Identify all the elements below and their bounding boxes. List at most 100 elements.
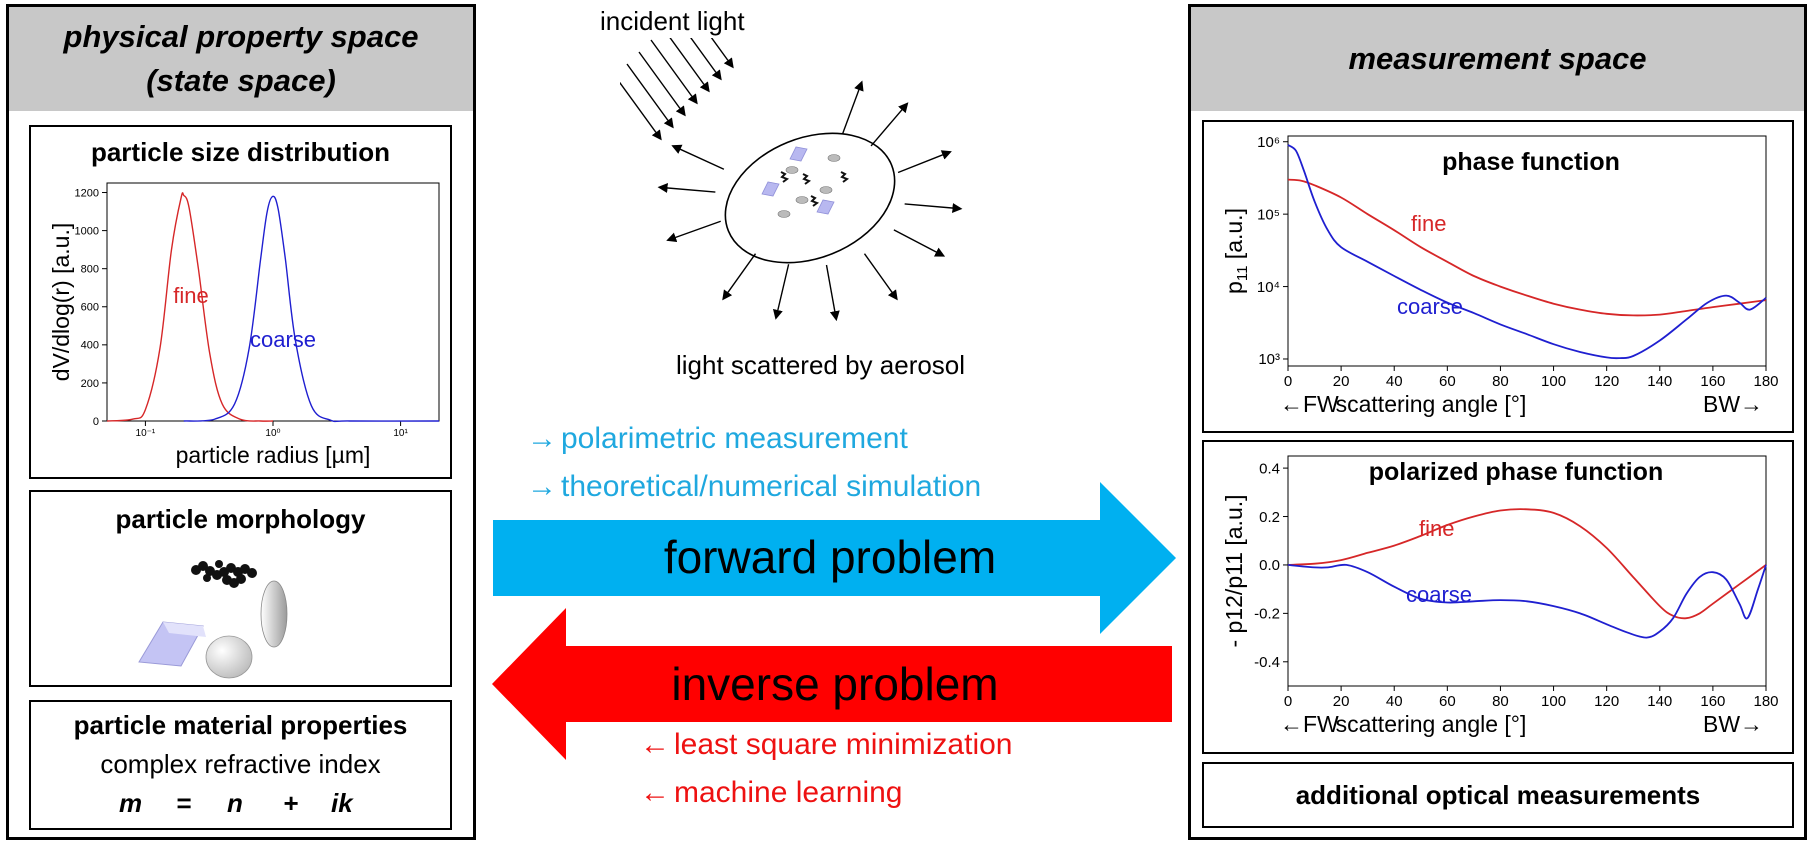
scattered-ray xyxy=(657,182,716,193)
psd-fine-label: fine xyxy=(173,283,208,308)
phase-fw-label: ←FW xyxy=(1280,391,1339,417)
y-tick-label: 0.2 xyxy=(1259,509,1280,526)
incident-ray xyxy=(710,38,734,69)
state-space-title-line1: physical property space xyxy=(63,19,419,54)
polarized-coarse-label: coarse xyxy=(1406,582,1472,607)
scattered-ray xyxy=(825,264,840,322)
scattered-ray xyxy=(772,264,790,320)
psd-ylabel: dV/dlog(r) [a.u.] xyxy=(48,223,74,382)
scattered-ray xyxy=(841,80,864,135)
x-tick-label: 80 xyxy=(1492,693,1509,710)
scattered-ray xyxy=(870,102,909,147)
scattered-light-label: light scattered by aerosol xyxy=(676,350,966,380)
phase-ylabel: p11 [a.u.] xyxy=(1221,208,1251,294)
psd-xlabel: particle radius [µm] xyxy=(176,442,371,468)
incident-ray xyxy=(690,38,722,81)
x-tick-label: 80 xyxy=(1492,373,1509,390)
series-line-coarse xyxy=(1287,563,1767,639)
scattered-ray xyxy=(904,203,963,214)
plot-frame xyxy=(1287,135,1767,367)
material-box: particle material properties complex ref… xyxy=(29,700,452,830)
spheroid-particle-icon xyxy=(827,154,841,162)
crystal-particle-icon xyxy=(761,181,780,197)
soot-aggregate-icon xyxy=(191,560,257,588)
y-tick-label: 400 xyxy=(81,340,99,352)
additional-measurements-box: additional optical measurements xyxy=(1202,762,1794,828)
eq-plus: + xyxy=(283,788,299,818)
inverse-item-least-square: ← least square minimization xyxy=(640,728,1012,762)
incident-ray xyxy=(669,38,710,93)
series-line-fine xyxy=(1287,178,1767,317)
y-tick-label: 200 xyxy=(81,378,99,390)
crystal-particle-icon xyxy=(789,146,808,162)
soot-particle-icon xyxy=(840,171,850,183)
crystal-particle-icon xyxy=(816,199,835,215)
x-tick-label: 40 xyxy=(1386,373,1403,390)
series-line-fine xyxy=(1287,508,1767,620)
x-tick-label: 0 xyxy=(1284,373,1292,390)
phase-fine-label: fine xyxy=(1411,211,1446,236)
x-tick-label: 10¹ xyxy=(393,428,408,439)
state-space-header: physical property space (state space) xyxy=(9,7,473,111)
polarized-fine-label: fine xyxy=(1419,516,1454,541)
arrow-right-icon: → xyxy=(527,422,557,455)
x-tick-label: 0 xyxy=(1284,693,1292,710)
polarized-bw-label: BW→ xyxy=(1703,711,1763,737)
forward-item-label: polarimetric measurement xyxy=(561,422,908,455)
additional-measurements-title: additional optical measurements xyxy=(1295,780,1701,810)
y-tick-label: 10⁶ xyxy=(1257,134,1280,151)
forward-item-polarimetric: → polarimetric measurement xyxy=(527,422,908,456)
x-tick-label: 100 xyxy=(1541,693,1566,710)
scattered-ray xyxy=(863,253,898,301)
y-tick-label: 10⁴ xyxy=(1257,279,1280,296)
state-space-title-line2: (state space) xyxy=(146,63,336,98)
spheroid-particle-icon xyxy=(785,166,799,174)
forward-item-simulation: → theoretical/numerical simulation xyxy=(527,470,981,504)
x-tick-label: 20 xyxy=(1333,373,1350,390)
plot-frame xyxy=(1287,455,1767,687)
material-title: particle material properties xyxy=(73,710,408,740)
x-tick-label: 60 xyxy=(1439,693,1456,710)
spheroid-particle-icon xyxy=(819,186,833,194)
aerosol-cloud xyxy=(724,132,896,264)
eq-ik: ik xyxy=(331,788,353,818)
polarized-ylabel: - p12/p11 [a.u.] xyxy=(1221,494,1247,647)
inverse-item-label: least square minimization xyxy=(674,728,1013,761)
scattered-ray xyxy=(722,253,757,301)
psd-coarse-label: coarse xyxy=(250,327,316,352)
x-tick-label: 120 xyxy=(1594,373,1619,390)
incident-ray xyxy=(650,39,698,105)
crystal-particle-icon xyxy=(138,621,206,667)
morphology-box: particle morphology xyxy=(29,490,452,687)
morphology-title: particle morphology xyxy=(115,504,366,534)
inverse-problem-label: inverse problem xyxy=(671,658,999,710)
measurement-space-header: measurement space xyxy=(1191,7,1804,111)
x-tick-label: 180 xyxy=(1753,693,1778,710)
eq-m: m xyxy=(119,788,143,818)
soot-particle-icon xyxy=(810,195,820,207)
x-tick-label: 40 xyxy=(1386,693,1403,710)
phase-coarse-label: coarse xyxy=(1397,294,1463,319)
x-tick-label: 140 xyxy=(1647,693,1672,710)
material-subtitle: complex refractive index xyxy=(100,749,381,779)
x-tick-label: 160 xyxy=(1700,373,1725,390)
eq-n: n xyxy=(227,788,243,818)
incident-ray xyxy=(626,63,674,129)
state-space-panel: physical property space (state space) pa… xyxy=(6,4,476,840)
forward-item-label: theoretical/numerical simulation xyxy=(561,470,982,503)
x-tick-label: 20 xyxy=(1333,693,1350,710)
arrow-left-icon: ← xyxy=(640,776,670,809)
measurement-space-title: measurement space xyxy=(1348,41,1647,76)
spheroid-particle-icon xyxy=(777,210,791,218)
x-tick-label: 120 xyxy=(1594,693,1619,710)
x-tick-label: 140 xyxy=(1647,373,1672,390)
arrow-left-icon: ← xyxy=(640,728,670,761)
sphere-particle-icon xyxy=(205,635,253,679)
x-tick-label: 60 xyxy=(1439,373,1456,390)
x-tick-label: 10⁰ xyxy=(265,428,280,439)
y-tick-label: 800 xyxy=(81,264,99,276)
